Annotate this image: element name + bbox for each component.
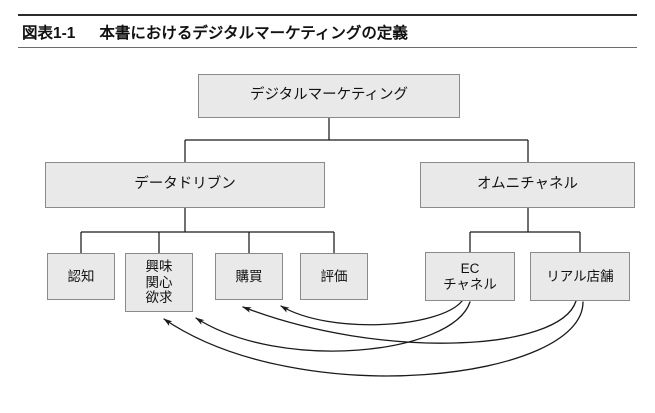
node-label: 興味 関心 欲求 [145, 258, 173, 306]
node-real-store[interactable]: リアル店舗 [530, 252, 630, 301]
header: 図表1-1 本書におけるデジタルマーケティングの定義 [22, 19, 408, 45]
arrow-real-to-kyomi [163, 301, 584, 377]
node-ec-channel[interactable]: EC チャネル [425, 252, 515, 301]
header-rule-bottom [18, 47, 637, 48]
node-hyoka[interactable]: 評価 [300, 253, 368, 300]
node-label: 購買 [235, 268, 263, 284]
figure-number: 図表1-1 [22, 25, 76, 42]
node-label: リアル店舗 [546, 268, 614, 284]
node-label: 認知 [67, 268, 95, 284]
node-ninchi[interactable]: 認知 [47, 253, 115, 300]
node-label: デジタルマーケティング [249, 87, 409, 104]
node-label: オムニチャネル [477, 176, 578, 193]
node-label: EC チャネル [443, 260, 497, 292]
arrow-ec-to-kobai [280, 300, 463, 326]
node-data-driven[interactable]: データドリブン [45, 162, 325, 208]
arrow-real-to-kobai [242, 300, 577, 344]
arrow-ec-to-kyomi [195, 301, 471, 352]
node-omni-channel[interactable]: オムニチャネル [420, 162, 635, 208]
figure-title: 本書におけるデジタルマーケティングの定義 [99, 25, 408, 42]
node-label: データドリブン [134, 176, 236, 193]
node-kyomi-kanshin-yokkyu[interactable]: 興味 関心 欲求 [125, 253, 193, 312]
node-digital-marketing[interactable]: デジタルマーケティング [198, 74, 460, 118]
node-kobai[interactable]: 購買 [215, 253, 283, 300]
node-label: 評価 [320, 268, 348, 284]
header-rule-top [18, 14, 637, 16]
